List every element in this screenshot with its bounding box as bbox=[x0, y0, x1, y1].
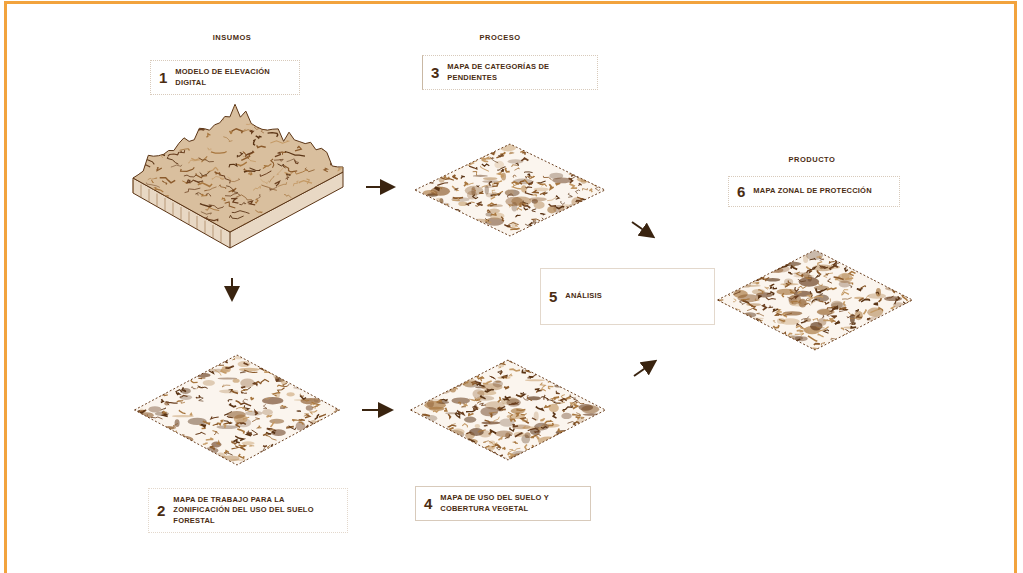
map-texture bbox=[408, 140, 612, 238]
map-outline bbox=[135, 355, 340, 465]
map-illustrations bbox=[129, 100, 919, 468]
step-label: MAPA ZONAL DE PROTECCIÓN bbox=[753, 186, 871, 196]
step-label: MAPA DE TRABAJO PARA LA ZONIFICACIÓN DEL… bbox=[173, 495, 339, 525]
map-outline bbox=[718, 250, 913, 350]
map-texture bbox=[712, 245, 919, 353]
step-label: MAPA DE USO DEL SUELO Y COBERTURA VEGETA… bbox=[440, 493, 582, 513]
column-header: PROCESO bbox=[479, 33, 520, 42]
step-label: ANÁLISIS bbox=[565, 291, 602, 301]
step-box: 5 ANÁLISIS bbox=[540, 268, 715, 325]
flow-arrows bbox=[232, 187, 654, 410]
step-box: 4 MAPA DE USO DEL SUELO Y COBERTURA VEGET… bbox=[415, 486, 591, 521]
column-header: PRODUCTO bbox=[789, 155, 836, 164]
step-number: 6 bbox=[737, 183, 745, 200]
column-header: INSUMOS bbox=[213, 33, 252, 42]
step-number: 4 bbox=[424, 495, 432, 512]
elevation-model bbox=[133, 100, 354, 248]
map-texture bbox=[129, 352, 348, 468]
step-number: 3 bbox=[431, 64, 439, 81]
step-label: MAPA DE CATEGORÍAS DE PENDIENTES bbox=[447, 62, 589, 82]
step-box: 2 MAPA DE TRABAJO PARA LA ZONIFICACIÓN DE… bbox=[148, 488, 348, 533]
step-box: 6 MAPA ZONAL DE PROTECCIÓN bbox=[728, 176, 900, 207]
step-number: 1 bbox=[159, 69, 167, 86]
step-label: MODELO DE ELEVACIÓN DIGITAL bbox=[175, 67, 291, 87]
step-number: 2 bbox=[157, 502, 165, 519]
step-box: 3 MAPA DE CATEGORÍAS DE PENDIENTES bbox=[422, 55, 598, 90]
step-number: 5 bbox=[549, 288, 557, 305]
map-outline bbox=[415, 144, 605, 236]
map-outline bbox=[411, 360, 606, 460]
map-texture bbox=[401, 357, 613, 464]
step-box: 1 MODELO DE ELEVACIÓN DIGITAL bbox=[150, 60, 300, 95]
